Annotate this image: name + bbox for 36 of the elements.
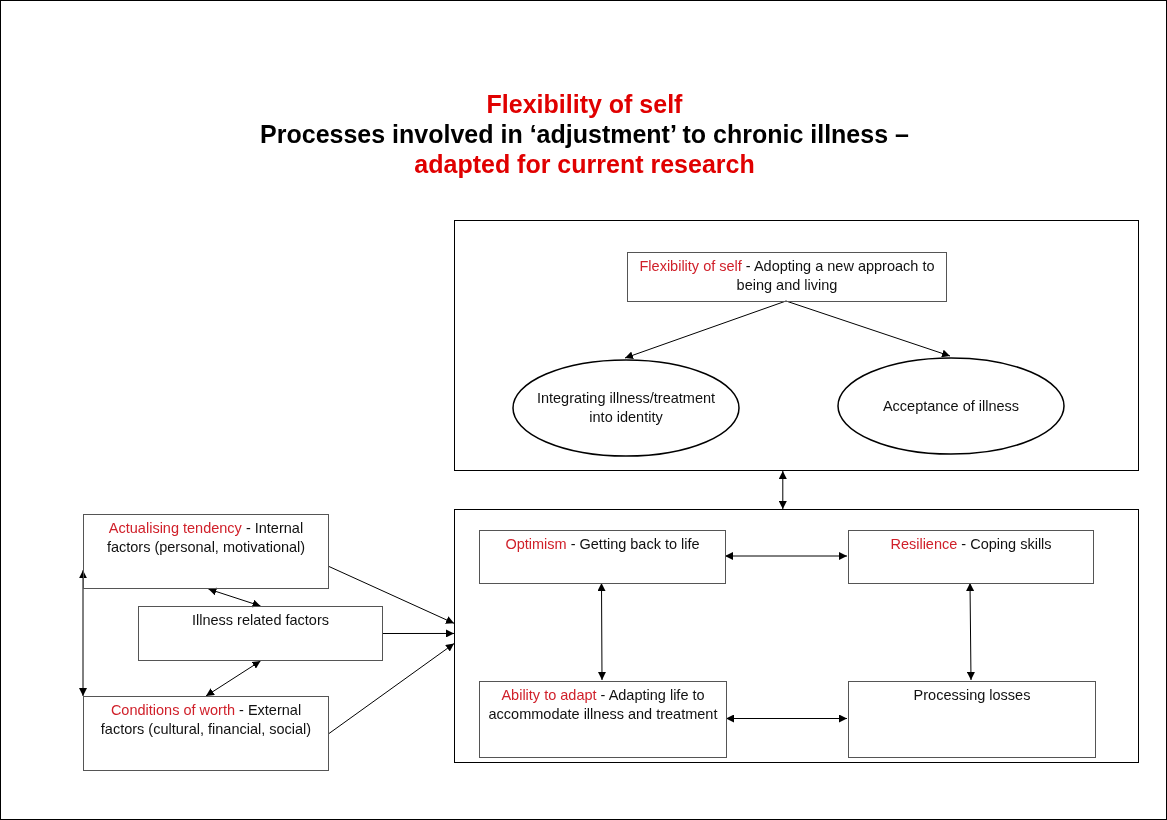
arrow [382,629,455,638]
arrow [724,552,848,560]
ellipse-node [512,359,740,457]
arrow [205,660,261,697]
text-box [848,681,1096,758]
box-text: Processing losses [913,686,1031,705]
box-text: Flexibility of self - Adopting a new approach to being and living [638,257,936,295]
subtitle: Processes involved in ‘adjustment’ to chronic illness – [260,120,909,148]
ellipse-node [837,357,1065,455]
text-box [848,530,1094,584]
subtitle: adapted for current research [414,150,755,178]
box-text: Actualising tendency - Internal factors (personal, motivational) [105,519,307,557]
arrow [328,566,455,624]
arrow [725,714,848,723]
box-text: Optimism - Getting back to life [505,535,700,554]
arrow [966,582,975,681]
group-frame [454,509,1139,763]
arrow [328,643,455,734]
text-box [479,681,727,758]
text-box [627,252,947,302]
text-box [83,696,329,771]
box-text: Illness related factors [192,611,329,630]
box-text: Resilience - Coping skills [890,535,1052,554]
group-frame [454,220,1139,471]
box-text: Integrating illness/treatment into identity [536,389,716,427]
arrow [597,582,606,681]
text-box [83,514,329,589]
text-box [479,530,726,584]
box-text: Conditions of worth - External factors (cultural, financial, social) [99,701,313,739]
arrow [778,470,787,510]
box-text: Acceptance of illness [882,396,1020,416]
box-text: Ability to adapt - Adapting life to accommodate illness and treatment [488,686,718,724]
text-box [138,606,383,661]
arrow [79,569,87,697]
title: Flexibility of self [486,90,683,118]
arrow [207,587,261,608]
